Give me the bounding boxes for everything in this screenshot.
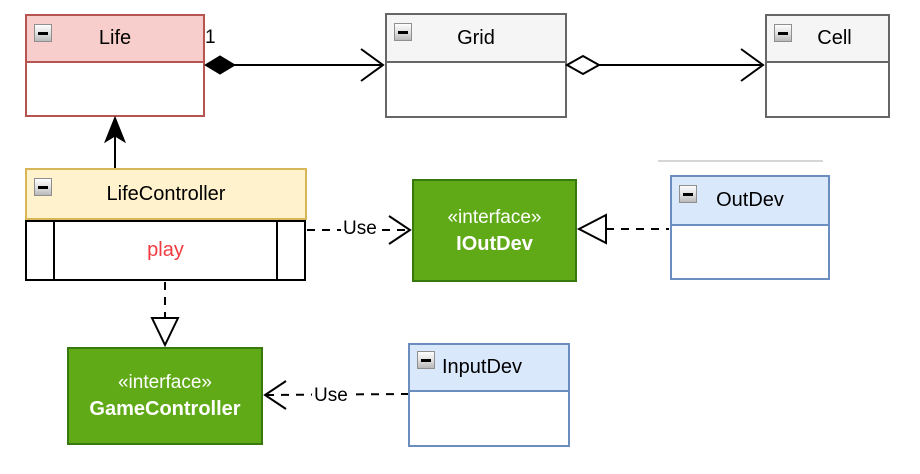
minus-glyph bbox=[398, 30, 408, 34]
process-bar-left bbox=[53, 222, 55, 279]
multiplicity-label[interactable]: 1 bbox=[205, 27, 216, 48]
process-bar-right bbox=[276, 222, 278, 279]
composition-diamond-icon bbox=[204, 55, 236, 75]
method-play: play bbox=[147, 239, 184, 261]
collapse-icon[interactable] bbox=[34, 178, 52, 196]
class-name: InputDev bbox=[442, 356, 523, 378]
class-lifecontroller[interactable]: LifeController bbox=[25, 168, 307, 220]
class-inputdev[interactable]: InputDev bbox=[408, 343, 570, 447]
hollow-triangle-icon bbox=[150, 317, 180, 348]
stereotype-label: «interface» bbox=[447, 206, 542, 228]
collapse-icon[interactable] bbox=[34, 24, 52, 42]
interface-name: GameController bbox=[89, 398, 241, 420]
association-edge-lifecontroller-life[interactable] bbox=[103, 115, 127, 168]
stereotype-label: «interface» bbox=[117, 372, 212, 393]
class-outdev-header: OutDev bbox=[672, 177, 828, 226]
minus-glyph bbox=[683, 192, 693, 196]
use-label-inputdev-gamecontroller[interactable]: Use bbox=[312, 385, 350, 407]
class-life[interactable]: Life bbox=[25, 14, 205, 117]
collapse-icon[interactable] bbox=[417, 351, 435, 369]
open-arrow-icon bbox=[388, 215, 412, 245]
minus-glyph bbox=[421, 358, 431, 362]
collapse-icon[interactable] bbox=[679, 185, 697, 203]
aggregation-edge-grid-cell[interactable] bbox=[564, 48, 765, 82]
collapse-icon[interactable] bbox=[394, 23, 412, 41]
aggregation-diamond-icon bbox=[564, 54, 602, 76]
composition-edge-life-grid[interactable] bbox=[204, 48, 385, 82]
collapse-icon[interactable] bbox=[774, 24, 792, 42]
filled-arrow-icon bbox=[103, 115, 127, 144]
interface-gamecontroller[interactable]: «interface» GameController bbox=[67, 347, 263, 445]
minus-glyph bbox=[778, 31, 788, 35]
open-arrow-icon bbox=[263, 380, 287, 410]
class-grid[interactable]: Grid bbox=[385, 13, 567, 118]
class-life-header: Life bbox=[27, 16, 203, 63]
use-label-lifecontroller-ioutdev[interactable]: Use bbox=[341, 218, 379, 240]
realization-edge-outdev-ioutdev[interactable] bbox=[576, 213, 669, 245]
open-arrow-icon bbox=[740, 48, 765, 82]
interface-name: IOutDev bbox=[456, 232, 533, 255]
class-name: Cell bbox=[817, 27, 852, 49]
interface-ioutdev[interactable]: «interface» IOutDev bbox=[412, 179, 577, 282]
class-grid-header: Grid bbox=[387, 15, 565, 63]
realization-edge-lifecontroller-gamecontroller[interactable] bbox=[150, 282, 180, 348]
class-name: LifeController bbox=[106, 182, 226, 205]
class-cell-header: Cell bbox=[767, 16, 888, 63]
class-lifecontroller-body[interactable]: play bbox=[25, 220, 306, 281]
hollow-triangle-icon bbox=[576, 213, 607, 245]
class-name: OutDev bbox=[716, 189, 784, 211]
class-lifecontroller-header: LifeController bbox=[27, 170, 305, 218]
faint-divider-line bbox=[658, 160, 823, 162]
class-outdev[interactable]: OutDev bbox=[670, 175, 830, 280]
minus-glyph bbox=[38, 31, 48, 35]
open-arrow-icon bbox=[360, 48, 385, 82]
class-name: Grid bbox=[457, 26, 495, 49]
class-inputdev-header: InputDev bbox=[410, 345, 568, 392]
class-cell[interactable]: Cell bbox=[765, 14, 890, 118]
minus-glyph bbox=[38, 185, 48, 189]
class-name: Life bbox=[98, 27, 132, 49]
